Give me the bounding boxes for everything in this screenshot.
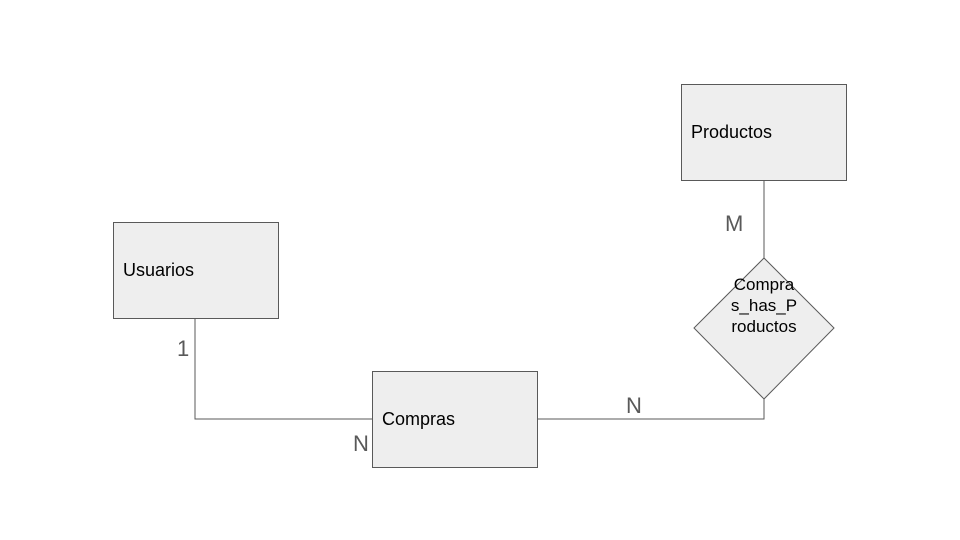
cardinality-productos: M xyxy=(725,211,744,236)
cardinality-usuarios: 1 xyxy=(177,336,190,361)
entity-compras[interactable]: Compras xyxy=(372,371,538,468)
relationship-diamond[interactable] xyxy=(693,257,835,400)
entity-compras-label: Compras xyxy=(382,409,456,429)
relationship-label: Compras_has_Productos xyxy=(730,275,798,336)
entity-usuarios-label: Usuarios xyxy=(123,260,195,280)
cardinality-compras-to-relationship: N xyxy=(626,393,642,418)
cardinality-compras-from-usuarios: N xyxy=(353,431,369,456)
connector-usuarios-compras xyxy=(194,319,372,420)
entity-productos[interactable]: Productos xyxy=(681,84,847,181)
entity-usuarios[interactable]: Usuarios xyxy=(113,222,279,319)
entity-productos-label: Productos xyxy=(691,122,773,142)
connector-compras-relationship xyxy=(538,399,765,420)
